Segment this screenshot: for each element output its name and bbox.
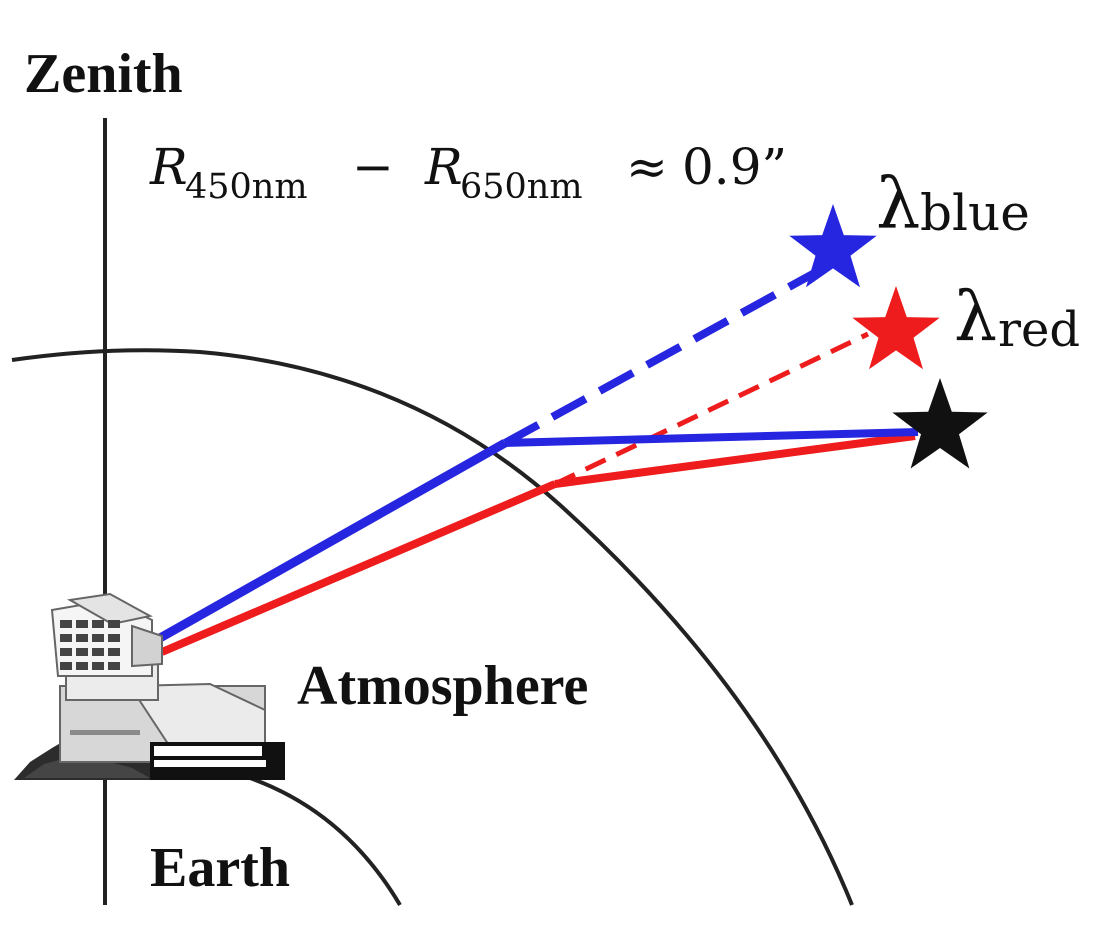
telescope-icon: [14, 592, 285, 780]
apparent-star-red-icon: [852, 286, 940, 370]
formula-value: 0.9”: [682, 138, 787, 196]
earth-surface-arc: [249, 776, 402, 907]
true-star-icon: [892, 378, 988, 469]
formula-r-symbol-1: R: [149, 138, 188, 196]
formula-subscript-2: 650nm: [460, 167, 583, 207]
refraction-difference-formula: R 450nm − R 650nm ≈ 0.9”: [149, 138, 787, 207]
blue-apparent-ray-dashed: [503, 266, 822, 447]
lambda-red-symbol: λ: [954, 278, 997, 357]
formula-approx-sign: ≈: [626, 138, 668, 196]
blue-ray-inside-atmosphere: [157, 439, 508, 642]
lambda-blue-label: λ blue: [876, 163, 1030, 245]
blue-ray-outside-atmosphere: [504, 428, 919, 447]
red-ray-inside-atmosphere: [160, 480, 557, 656]
atmosphere-label: Atmosphere: [297, 655, 588, 717]
lambda-red-label: λ red: [954, 278, 1080, 358]
formula-minus-sign: −: [352, 138, 394, 196]
atmosphere-boundary-arc: [11, 348, 854, 906]
zenith-label: Zenith: [24, 43, 183, 105]
formula-subscript-1: 450nm: [185, 167, 308, 207]
lambda-blue-subscript: blue: [920, 184, 1030, 242]
red-apparent-ray-dashed: [553, 331, 870, 487]
formula-r-symbol-2: R: [424, 138, 463, 196]
red-ray-outside-atmosphere: [554, 432, 916, 488]
lambda-blue-symbol: λ: [876, 163, 920, 245]
apparent-star-blue-icon: [789, 204, 877, 288]
lambda-red-subscript: red: [998, 302, 1080, 358]
earth-label: Earth: [150, 837, 290, 899]
